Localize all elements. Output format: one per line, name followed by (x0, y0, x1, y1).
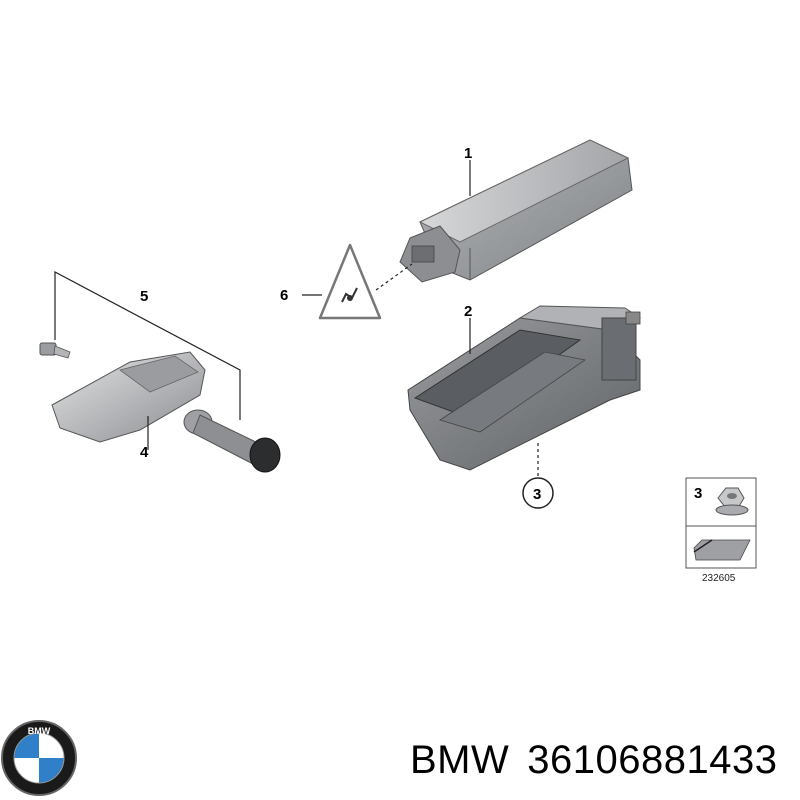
callout-3-circle (522, 477, 554, 509)
bmw-logo: BMW (1, 720, 77, 796)
leader-lines (54, 160, 539, 476)
callout-6: 6 (280, 287, 288, 304)
diagram-id: 232605 (702, 573, 736, 584)
warning-triangle (318, 243, 382, 320)
footer-part-label: BMW 36106881433 (410, 738, 795, 783)
nut-icon (715, 487, 749, 516)
callout-4: 4 (140, 444, 149, 461)
bmw-logo-text: BMW (28, 726, 51, 736)
brand-name: BMW (410, 738, 510, 782)
callout-5: 5 (140, 288, 148, 305)
arrow-icon (693, 539, 751, 561)
callout-1: 1 (464, 145, 472, 162)
part-number: 36106881433 (527, 738, 778, 782)
callout-3: 3 (533, 486, 541, 503)
legend-box: 3 232605 (685, 477, 757, 584)
part-2-holder (407, 305, 642, 471)
callout-2: 2 (464, 303, 472, 320)
part-5-valve (183, 409, 281, 473)
legend-item-number: 3 (694, 485, 702, 502)
part-5-screw (39, 342, 71, 359)
part-1-control-module (399, 139, 633, 283)
part-4-tire-pressure-sensor (51, 351, 206, 443)
